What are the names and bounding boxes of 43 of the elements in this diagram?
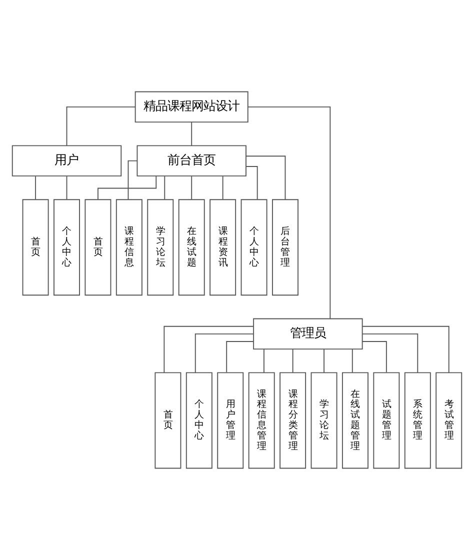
node-box: 前台首页 <box>136 144 246 176</box>
node-box: 学习论坛 <box>147 198 174 296</box>
connector <box>164 325 254 373</box>
connector <box>362 332 418 373</box>
node-box: 课程信息管理 <box>248 372 275 468</box>
node-box: 个人中心 <box>240 198 268 296</box>
node-box: 系统管理 <box>404 372 431 468</box>
node-box: 用户管理 <box>217 372 244 468</box>
connector <box>66 106 136 146</box>
node-box: 首页 <box>22 198 49 296</box>
connector <box>191 175 192 200</box>
node-box: 管理员 <box>253 318 363 350</box>
connector <box>246 166 258 200</box>
node-box: 在线试题管理 <box>342 372 368 468</box>
node-box: 课程信息 <box>116 198 142 296</box>
connector <box>226 340 254 372</box>
node-box: 用户 <box>12 144 122 176</box>
node-box: 首页 <box>154 372 182 468</box>
connector <box>66 175 68 200</box>
node-box: 试题管理 <box>373 372 400 468</box>
connector <box>362 340 387 372</box>
node-box: 学习论坛 <box>310 372 338 468</box>
node-box: 课程资讯 <box>210 198 236 296</box>
node-box: 考试管理 <box>436 372 462 468</box>
connector <box>246 155 286 200</box>
connector <box>128 160 138 200</box>
connector <box>191 121 192 146</box>
connector <box>247 106 331 319</box>
node-box: 首页 <box>84 198 112 296</box>
node-box: 后台管理 <box>272 198 298 296</box>
node-box: 在线试题 <box>178 198 205 296</box>
connector <box>222 175 224 200</box>
connector <box>164 175 166 200</box>
node-box: 个人中心 <box>186 372 212 468</box>
connector <box>292 348 294 372</box>
node-box: 个人中心 <box>54 198 80 296</box>
connector <box>263 348 264 372</box>
node-box: 课程分类管理 <box>280 372 306 468</box>
connector <box>352 348 353 372</box>
connector <box>194 332 254 373</box>
connector <box>362 325 450 373</box>
connector <box>35 175 36 200</box>
node-box: 精品课程网站设计 <box>134 90 248 122</box>
